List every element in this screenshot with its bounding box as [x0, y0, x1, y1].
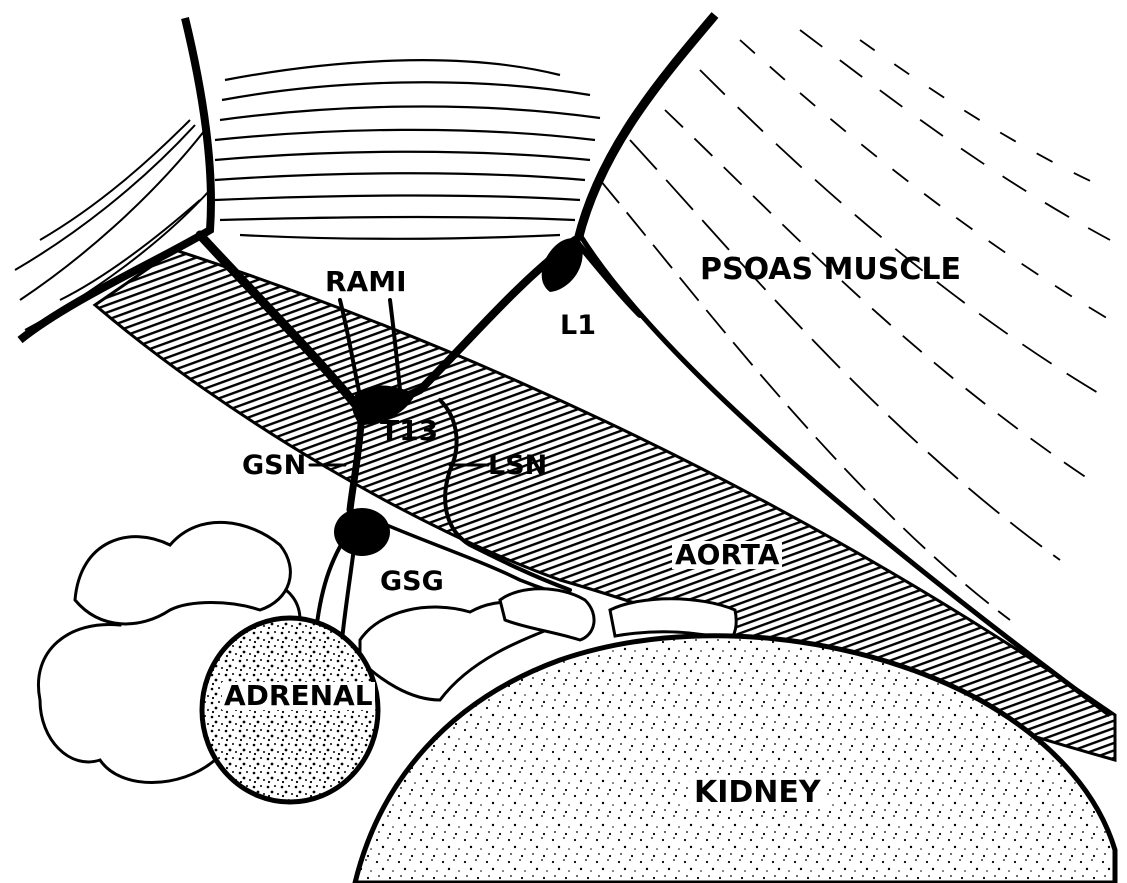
aorta-label: AORTA — [672, 541, 782, 569]
upper-muscle — [215, 60, 600, 239]
l1-ganglion — [542, 238, 583, 292]
kidney-label: KIDNEY — [690, 778, 825, 808]
t13-label: T13 — [380, 417, 438, 445]
adrenal-label: ADRENAL — [222, 682, 375, 710]
l1-label: L1 — [560, 312, 596, 339]
gsg-label: GSG — [380, 568, 444, 595]
rami-label: RAMI — [325, 268, 407, 296]
gsg-ganglion — [334, 508, 390, 556]
lsn-label: LSN — [488, 452, 547, 479]
muscle-edge-right — [578, 15, 715, 240]
psoas-muscle-label: PSOAS MUSCLE — [700, 255, 961, 285]
gsn-label: GSN — [242, 452, 306, 479]
